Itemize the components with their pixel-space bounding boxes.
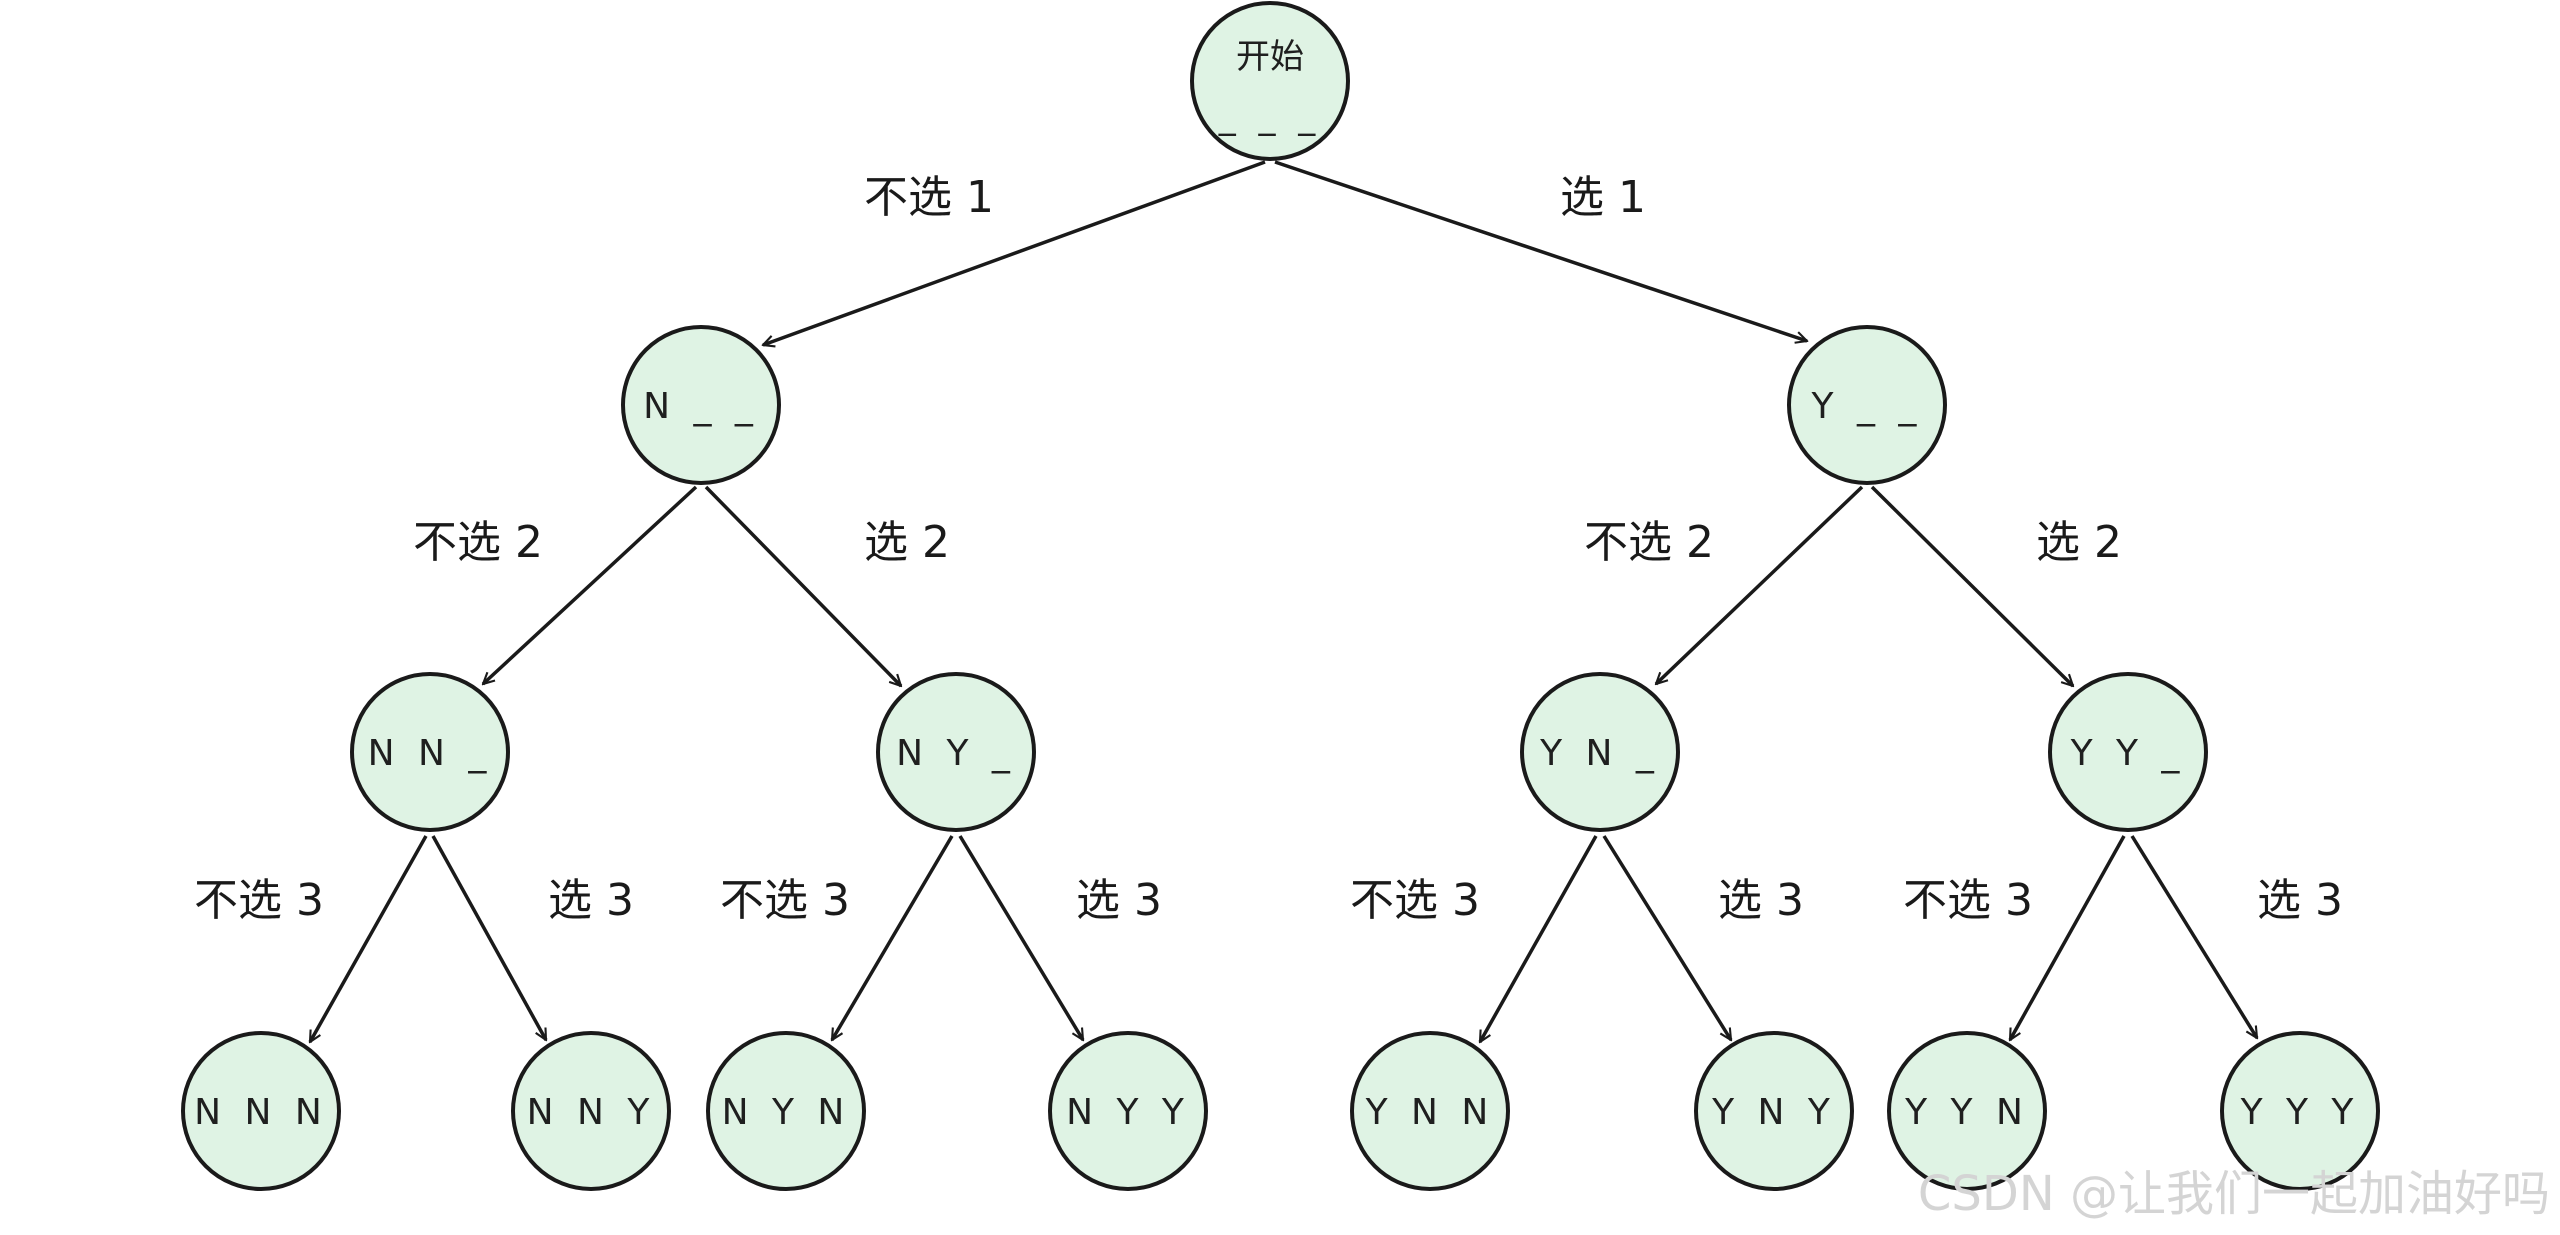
node-yyy-label: Y Y Y [2240, 1092, 2360, 1133]
edge-ny-to-nyn [830, 835, 954, 1040]
edge-yy-to-yyn [2008, 835, 2126, 1040]
node-nny: N N Y [511, 1031, 671, 1191]
edge-label-choose-3-d: 选 3 [2257, 875, 2343, 926]
node-y: Y _ _ [1787, 325, 1947, 485]
edge-label-choose-3-a: 选 3 [548, 875, 634, 926]
node-yyy: Y Y Y [2220, 1031, 2380, 1191]
edge-y-to-yn [1656, 485, 1864, 684]
node-yy-label: Y Y _ [2070, 733, 2186, 774]
node-nny-label: N N Y [527, 1092, 656, 1133]
edge-label-not-choose-2-left: 不选 2 [413, 517, 543, 568]
node-nn: N N _ [350, 672, 510, 832]
edge-root-to-n [763, 160, 1266, 345]
edge-label-choose-2-right: 选 2 [2036, 517, 2122, 568]
node-n-label: N _ _ [643, 386, 759, 427]
node-ynn-label: Y N N [1365, 1092, 1495, 1133]
node-yny-label: Y N Y [1711, 1092, 1836, 1133]
node-yny: Y N Y [1694, 1031, 1854, 1191]
edge-label-choose-2-left: 选 2 [864, 517, 950, 568]
node-nyy: N Y Y [1048, 1031, 1208, 1191]
edge-label-choose-3-b: 选 3 [1076, 875, 1162, 926]
node-yyn: Y Y N [1887, 1031, 2047, 1191]
edge-label-not-choose-2-right: 不选 2 [1584, 517, 1714, 568]
node-nnn: N N N [181, 1031, 341, 1191]
node-ynn: Y N N [1350, 1031, 1510, 1191]
watermark-text: CSDN @让我们一起加油好吗 [1918, 1166, 2550, 1222]
edge-label-not-choose-1: 不选 1 [864, 172, 994, 223]
node-ny: N Y _ [876, 672, 1036, 832]
edge-label-not-choose-3-d: 不选 3 [1903, 875, 2033, 926]
node-nyy-label: N Y Y [1066, 1092, 1190, 1133]
node-nyn: N Y N [706, 1031, 866, 1191]
edge-label-not-choose-3-c: 不选 3 [1350, 875, 1480, 926]
node-root-title: 开始 [1236, 37, 1304, 77]
node-root-blanks: _ _ _ [1218, 97, 1322, 137]
edge-ny-to-nyy [958, 835, 1085, 1040]
node-nn-label: N N _ [368, 733, 493, 774]
node-yyn-label: Y Y N [1904, 1092, 2029, 1133]
edge-nn-to-nnn [308, 835, 428, 1042]
node-nnn-label: N N N [194, 1092, 328, 1133]
node-yn-label: Y N _ [1539, 733, 1660, 774]
edge-label-choose-3-c: 选 3 [1718, 875, 1804, 926]
edge-yn-to-yny [1602, 835, 1733, 1040]
node-y-label: Y _ _ [1811, 386, 1923, 427]
node-yy: Y Y _ [2048, 672, 2208, 832]
edge-y-to-yy [1870, 485, 2073, 686]
edge-label-choose-1: 选 1 [1560, 172, 1646, 223]
edge-yy-to-yyy [2130, 835, 2259, 1038]
node-nyn-label: N Y N [722, 1092, 851, 1133]
edge-n-to-nn [483, 485, 698, 684]
edge-label-not-choose-3-a: 不选 3 [194, 875, 324, 926]
edge-nn-to-nny [431, 835, 548, 1040]
edge-yn-to-ynn [1478, 835, 1598, 1042]
edge-label-not-choose-3-b: 不选 3 [720, 875, 850, 926]
node-yn: Y N _ [1520, 672, 1680, 832]
node-ny-label: N Y _ [896, 733, 1016, 774]
edge-n-to-ny [704, 485, 901, 686]
node-root: 开始 _ _ _ [1190, 1, 1350, 161]
node-n: N _ _ [621, 325, 781, 485]
edge-root-to-y [1274, 160, 1807, 341]
